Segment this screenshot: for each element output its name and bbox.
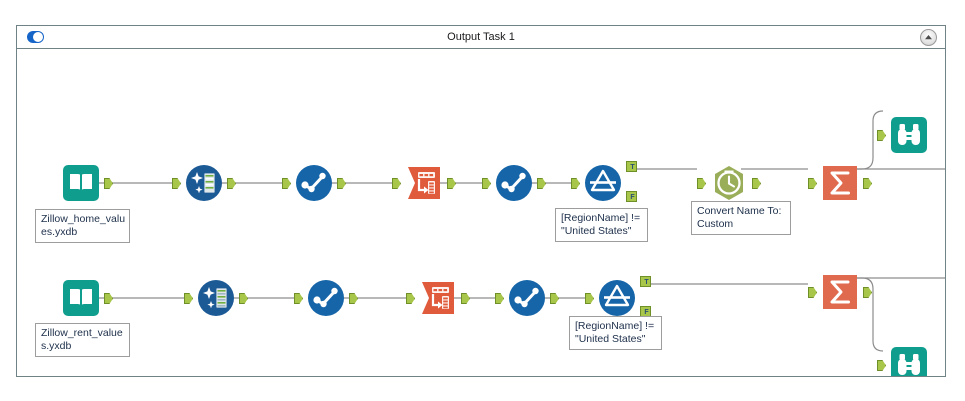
browse-tool-home[interactable] [877, 115, 929, 155]
input-anchor[interactable] [184, 293, 193, 304]
output-anchor[interactable] [239, 293, 248, 304]
output-anchor[interactable] [349, 293, 358, 304]
output-anchor[interactable] [104, 293, 113, 304]
input-anchor[interactable] [877, 360, 886, 371]
chevron-up-circle-icon[interactable] [920, 29, 937, 46]
select-tool-rent-1[interactable] [294, 278, 358, 318]
input-anchor[interactable] [585, 293, 594, 304]
output-anchor[interactable] [550, 293, 559, 304]
input-anchor[interactable] [808, 178, 817, 189]
input-anchor[interactable] [392, 178, 401, 189]
annotation-filter-rent[interactable]: [RegionName] != "United States" [569, 316, 662, 350]
output-anchor[interactable] [752, 178, 761, 189]
output-anchor[interactable] [863, 287, 872, 298]
input-anchor[interactable] [406, 293, 415, 304]
window-title: Output Task 1 [447, 31, 515, 43]
data-cleansing-icon [198, 280, 234, 316]
filter-icon [599, 280, 635, 316]
filter-icon [585, 165, 621, 201]
input-anchor[interactable] [282, 178, 291, 189]
select-icon [496, 165, 532, 201]
transpose-icon [408, 167, 440, 199]
filter-tool-home[interactable]: T F [571, 161, 637, 203]
input-anchor[interactable] [877, 130, 886, 141]
output-anchor[interactable] [447, 178, 456, 189]
select-tool-home-1[interactable] [282, 163, 346, 203]
data-cleansing-tool-rent[interactable] [184, 278, 248, 318]
input-anchor[interactable] [172, 178, 181, 189]
select-tool-rent-2[interactable] [495, 278, 559, 318]
false-output-anchor[interactable]: F [626, 191, 637, 202]
input-anchor[interactable] [808, 287, 817, 298]
transpose-icon [422, 282, 454, 314]
toggle-on-icon[interactable] [27, 31, 44, 43]
browse-tool-rent[interactable] [877, 345, 929, 376]
output-anchor[interactable] [863, 178, 872, 189]
true-anchor-letter: T [630, 164, 635, 171]
datetime-tool[interactable] [697, 163, 761, 203]
data-cleansing-tool-home[interactable] [172, 163, 236, 203]
binoculars-icon [891, 347, 927, 376]
transpose-tool-home[interactable] [392, 163, 456, 203]
input-anchor[interactable] [495, 293, 504, 304]
select-icon [296, 165, 332, 201]
output-anchor[interactable] [461, 293, 470, 304]
book-icon [63, 280, 99, 316]
connection-wires [93, 110, 945, 352]
transpose-tool-rent[interactable] [406, 278, 470, 318]
select-tool-home-2[interactable] [482, 163, 546, 203]
true-output-anchor[interactable]: T [626, 161, 637, 172]
input-anchor[interactable] [697, 178, 706, 189]
sigma-icon [823, 166, 857, 200]
clock-icon [715, 166, 743, 200]
input-anchor[interactable] [571, 178, 580, 189]
sigma-icon [823, 275, 857, 309]
filter-tool-rent[interactable]: T F [585, 276, 651, 318]
select-icon [509, 280, 545, 316]
output-anchor[interactable] [537, 178, 546, 189]
annotation-filter-home[interactable]: [RegionName] != "United States" [555, 208, 648, 242]
input-data-tool-home[interactable] [61, 163, 113, 203]
select-icon [308, 280, 344, 316]
annotation-input-rent[interactable]: Zillow_rent_value s.yxdb [35, 323, 130, 357]
binoculars-icon [891, 117, 927, 153]
output-anchor[interactable] [227, 178, 236, 189]
false-anchor-letter: F [630, 194, 635, 201]
output-task-window: Output Task 1 [16, 25, 946, 377]
output-anchor[interactable] [104, 178, 113, 189]
input-anchor[interactable] [294, 293, 303, 304]
false-anchor-letter: F [644, 309, 649, 316]
input-data-tool-rent[interactable] [61, 278, 113, 318]
chevron-up-glyph [925, 35, 932, 40]
summarize-tool-rent[interactable] [808, 272, 872, 312]
window-titlebar: Output Task 1 [17, 26, 945, 49]
annotation-datetime[interactable]: Convert Name To: Custom [691, 201, 791, 235]
input-anchor[interactable] [482, 178, 491, 189]
output-anchor[interactable] [337, 178, 346, 189]
data-cleansing-icon [186, 165, 222, 201]
annotation-input-home[interactable]: Zillow_home_valu es.yxdb [35, 209, 130, 243]
true-output-anchor[interactable]: T [640, 276, 651, 287]
book-icon [63, 165, 99, 201]
workflow-canvas[interactable]: T F [17, 49, 945, 376]
summarize-tool-home[interactable] [808, 163, 872, 203]
true-anchor-letter: T [644, 279, 649, 286]
